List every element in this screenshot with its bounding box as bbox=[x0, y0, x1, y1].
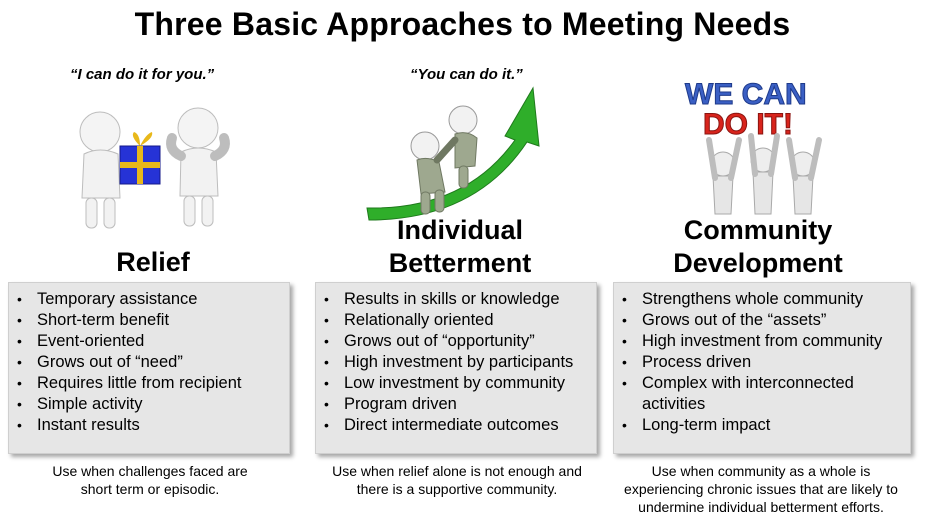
relief-column: “I can do it for you.” Relief Temporary … bbox=[8, 62, 298, 522]
community-heading: Community Development bbox=[613, 214, 903, 280]
note-line: Use when challenges faced are bbox=[52, 463, 248, 479]
relief-note: Use when challenges faced are short term… bbox=[8, 462, 292, 498]
list-item: Complex with interconnected activities bbox=[622, 373, 872, 415]
list-item: Process driven bbox=[622, 352, 910, 373]
list-item: High investment by participants bbox=[324, 352, 596, 373]
list-item: Temporary assistance bbox=[17, 289, 289, 310]
heading-line: Betterment bbox=[388, 248, 532, 278]
list-item: Direct intermediate outcomes bbox=[324, 415, 596, 436]
list-item: Low investment by community bbox=[324, 373, 596, 394]
climbing-arrow-illustration bbox=[366, 86, 540, 221]
betterment-heading: Individual Betterment bbox=[315, 214, 605, 280]
list-item: High investment from community bbox=[622, 331, 910, 352]
community-note: Use when community as a whole is experie… bbox=[613, 462, 909, 516]
betterment-quote: “You can do it.” bbox=[410, 66, 523, 83]
list-item: Long-term impact bbox=[622, 415, 910, 436]
list-item: Simple activity bbox=[17, 394, 289, 415]
relief-heading: Relief bbox=[8, 246, 298, 279]
page-title: Three Basic Approaches to Meeting Needs bbox=[134, 6, 791, 42]
heading-line: Relief bbox=[116, 247, 190, 277]
relief-bullet-box: Temporary assistance Short-term benefit … bbox=[8, 282, 290, 454]
list-item: Short-term benefit bbox=[17, 310, 289, 331]
note-line: undermine individual betterment efforts. bbox=[638, 499, 884, 515]
heading-line: Individual bbox=[396, 215, 523, 245]
we-can-do-it-illustration: WE CAN DO IT! bbox=[685, 78, 822, 215]
note-line: there is a supportive community. bbox=[356, 481, 558, 497]
list-item: Results in skills or knowledge bbox=[324, 289, 596, 310]
individual-betterment-column: “You can do it.” Individual Betterment R… bbox=[315, 62, 605, 522]
betterment-note: Use when relief alone is not enough and … bbox=[315, 462, 599, 498]
giving-gift-illustration bbox=[79, 107, 230, 229]
heading-line: Community bbox=[683, 215, 833, 245]
relief-quote: “I can do it for you.” bbox=[70, 66, 215, 83]
community-development-column: WE CAN DO IT! Community Development Stre… bbox=[613, 62, 911, 522]
heading-line: Development bbox=[673, 248, 843, 278]
note-line: Use when relief alone is not enough and bbox=[332, 463, 582, 479]
betterment-bullet-box: Results in skills or knowledge Relationa… bbox=[315, 282, 597, 454]
list-item: Grows out of the “assets” bbox=[622, 310, 910, 331]
list-item: Grows out of “opportunity” bbox=[324, 331, 596, 352]
note-line: short term or episodic. bbox=[80, 481, 220, 497]
community-bullet-box: Strengthens whole community Grows out of… bbox=[613, 282, 911, 454]
note-line: experiencing chronic issues that are lik… bbox=[624, 481, 898, 497]
list-item: Relationally oriented bbox=[324, 310, 596, 331]
list-item: Requires little from recipient bbox=[17, 373, 289, 394]
list-item: Event-oriented bbox=[17, 331, 289, 352]
list-item: Strengthens whole community bbox=[622, 289, 910, 310]
list-item: Instant results bbox=[17, 415, 289, 436]
note-line: Use when community as a whole is bbox=[651, 463, 871, 479]
list-item: Grows out of “need” bbox=[17, 352, 289, 373]
sign-line-1: WE CAN bbox=[685, 78, 807, 111]
list-item: Program driven bbox=[324, 394, 596, 415]
